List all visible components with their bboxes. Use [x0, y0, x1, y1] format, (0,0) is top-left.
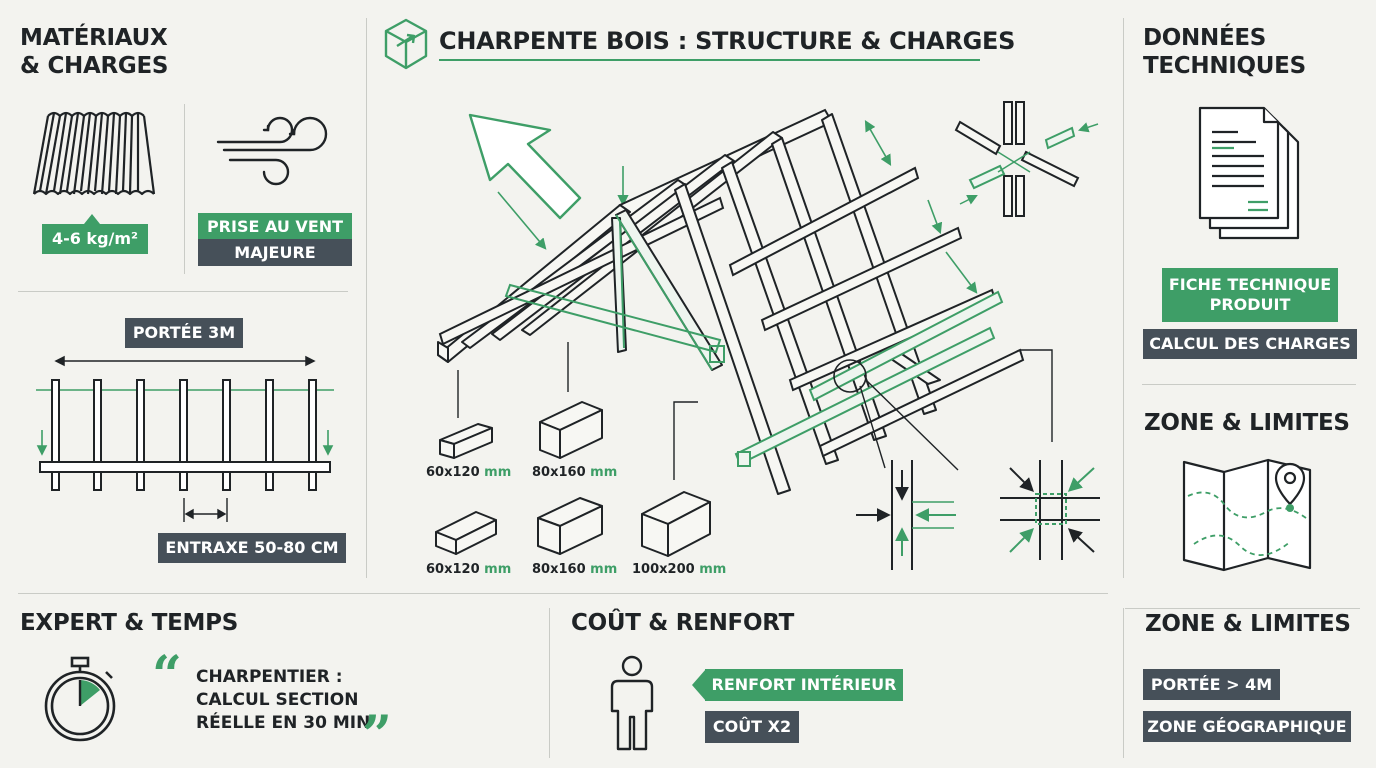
- wind-tag-line1: PRISE AU VENT: [198, 213, 352, 241]
- divider-bottom-right-vertical: [1123, 608, 1124, 758]
- timber-section-80x160-bottom: [537, 497, 603, 555]
- technical-data-title-line1: DONNÉES: [1143, 25, 1267, 51]
- divider-right-horizontal: [1142, 384, 1356, 385]
- timber-section-100x200: [641, 491, 711, 557]
- timber-section-80x160-top: [539, 401, 603, 459]
- technical-data-title-line2: TECHNIQUES: [1143, 53, 1306, 79]
- stopwatch-icon: [44, 656, 116, 742]
- expert-quote: CHARPENTIER : CALCUL SECTION RÉELLE EN 3…: [196, 666, 370, 735]
- cube-icon: [384, 18, 428, 70]
- expert-time-title: EXPERT & TEMPS: [20, 610, 238, 636]
- divider-left-vertical: [366, 18, 367, 578]
- divider-bottom-horizontal: [18, 593, 1108, 594]
- timber-section-60x120-bottom: [435, 511, 497, 555]
- technical-data-title: DONNÉES TECHNIQUES: [1143, 24, 1306, 80]
- section-label-3: 80x160 mm: [532, 562, 618, 577]
- title-underline: [439, 59, 980, 61]
- materials-title: MATÉRIAUX & CHARGES: [20, 24, 168, 80]
- divider-right-vertical: [1123, 18, 1124, 578]
- timber-section-60x120-top: [439, 423, 493, 459]
- open-quote-icon: “: [152, 645, 182, 706]
- expert-quote-line3: RÉELLE EN 30 MIN: [196, 713, 371, 733]
- fiche-technique-tag: FICHE TECHNIQUE PRODUIT: [1162, 268, 1338, 322]
- wind-tag-line2: MAJEURE: [198, 239, 352, 266]
- span-tag: PORTÉE 3M: [125, 318, 243, 348]
- section-label-0: 60x120 mm: [426, 465, 512, 480]
- expert-quote-line2: CALCUL SECTION: [196, 690, 359, 710]
- renfort-interieur-tag: RENFORT INTÉRIEUR: [705, 669, 903, 701]
- divider-left-inner-vertical: [184, 104, 185, 274]
- roof-structure-illustration: [437, 101, 1100, 570]
- portee-tag: PORTÉE > 4M: [1143, 669, 1280, 700]
- weight-tag-pointer: [84, 214, 100, 224]
- close-quote-icon: ”: [362, 705, 392, 766]
- zone-limits-title-right: ZONE & LIMITES: [1144, 410, 1350, 436]
- cost-reinforcement-title: COÛT & RENFORT: [571, 610, 794, 636]
- weight-tag: 4-6 kg/m²: [42, 224, 148, 254]
- fiche-technique-line1: FICHE TECHNIQUE: [1168, 275, 1332, 294]
- materials-title-line2: & CHARGES: [20, 53, 169, 79]
- map-icon: [1182, 458, 1312, 572]
- divider-bottom-right-horizontal: [1125, 608, 1360, 609]
- purlin-spacing-diagram: [36, 355, 334, 522]
- zone-limits-title-bottom: ZONE & LIMITES: [1145, 611, 1351, 637]
- page-title: CHARPENTE BOIS : STRUCTURE & CHARGES: [439, 27, 1016, 55]
- fiche-technique-line2: PRODUIT: [1209, 295, 1291, 314]
- corrugated-sheet-icon: [32, 111, 156, 196]
- zone-geographique-tag: ZONE GÉOGRAPHIQUE: [1143, 711, 1351, 742]
- materials-title-line1: MATÉRIAUX: [20, 25, 168, 51]
- wind-icon: [216, 116, 328, 186]
- calcul-charges-tag: CALCUL DES CHARGES: [1143, 329, 1357, 359]
- section-label-1: 80x160 mm: [532, 465, 618, 480]
- section-label-4: 100x200 mm: [632, 562, 727, 577]
- spacing-tag: ENTRAXE 50-80 CM: [158, 533, 346, 563]
- cout-tag: COÛT X2: [705, 711, 799, 743]
- divider-left-horizontal: [18, 291, 348, 292]
- divider-bottom-middle-vertical: [549, 608, 550, 758]
- section-label-2: 60x120 mm: [426, 562, 512, 577]
- person-icon: [610, 655, 654, 751]
- expert-quote-line1: CHARPENTIER :: [196, 667, 343, 687]
- document-icon: [1198, 106, 1300, 240]
- renfort-tag-pointer: [692, 669, 706, 701]
